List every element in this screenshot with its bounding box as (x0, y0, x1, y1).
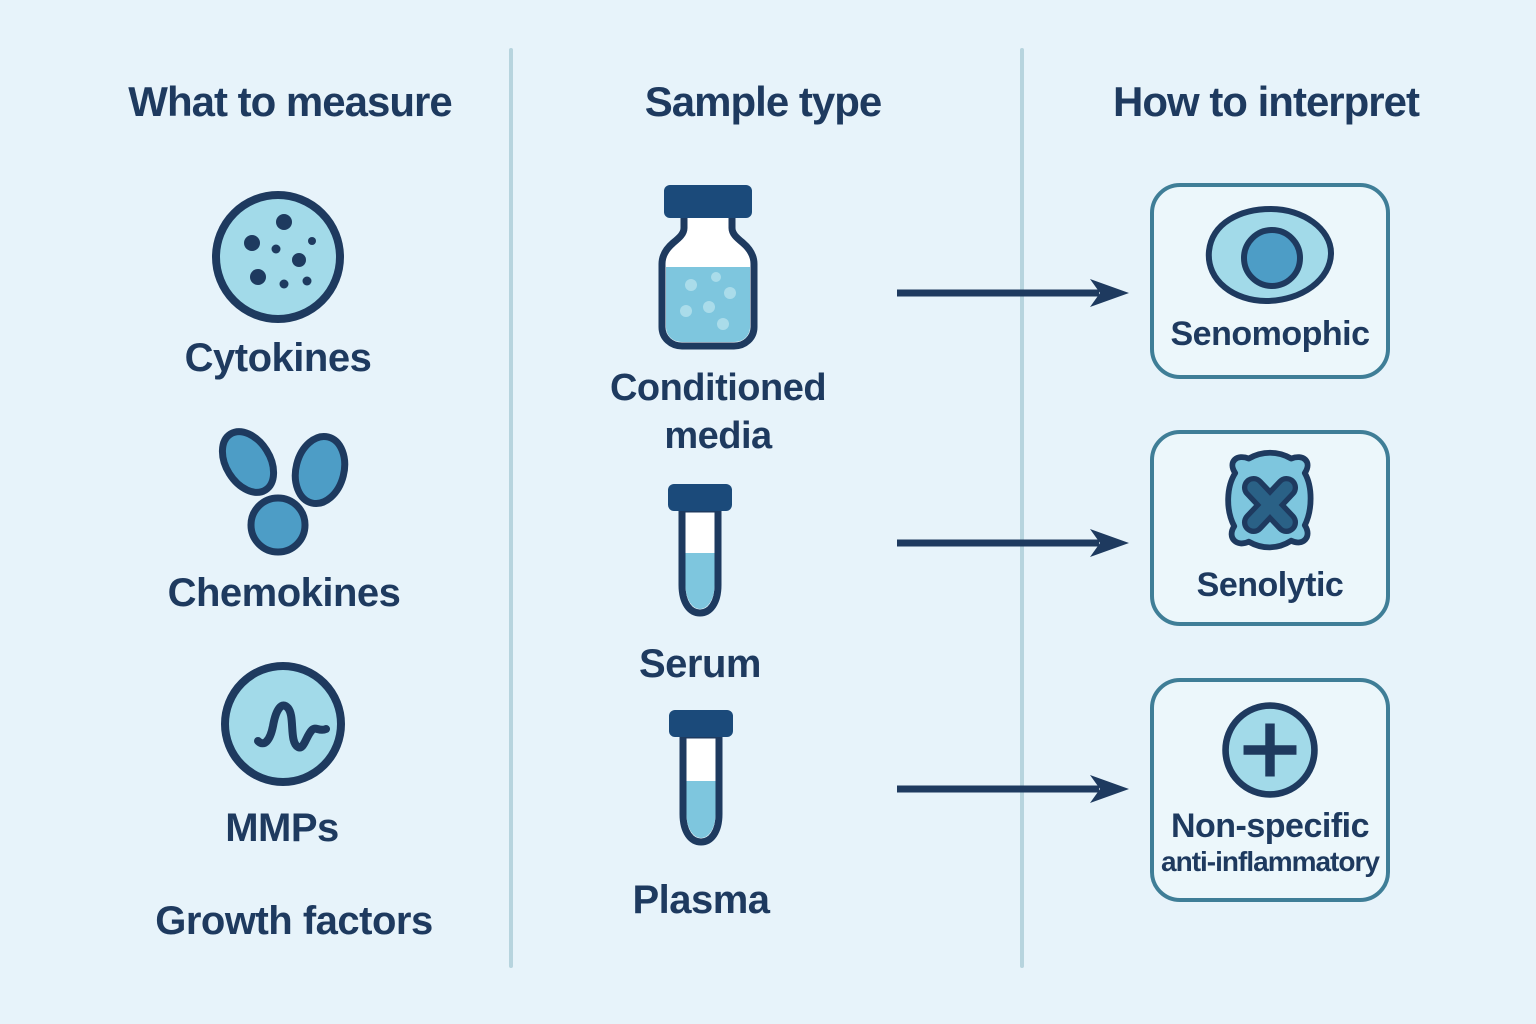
conditioned-media-label: Conditioned media (609, 367, 827, 457)
interpret-card-senolytic: Senolytic (1150, 430, 1390, 626)
mmps-label: MMPs (225, 806, 339, 850)
non-specific-label: Non-specific (1170, 807, 1370, 845)
senomophic-label: Senomophic (1170, 315, 1370, 353)
chemokines-label: Chemokines (167, 571, 401, 615)
interpret-card-senomophic: Senomophic (1150, 183, 1390, 379)
plasma-label: Plasma (632, 878, 770, 922)
arrow-icon (897, 279, 1129, 307)
heading-sample-type: Sample type (644, 78, 882, 125)
column-divider (509, 48, 513, 968)
column-divider (1020, 48, 1024, 968)
cytokines-label: Cytokines (184, 336, 372, 380)
cytokines-icon (212, 191, 344, 323)
plus-icon (1222, 702, 1318, 798)
chemokines-icon (218, 428, 349, 556)
arrow-icon (897, 775, 1129, 803)
test-tube-serum-icon (668, 484, 732, 617)
arrow-icon (897, 529, 1129, 557)
interpret-card-nonspecific: Non-specific anti-inflammatory (1150, 678, 1390, 902)
heading-what-to-measure: What to measure (128, 78, 452, 125)
dying-cell-icon (1225, 449, 1314, 551)
mmps-icon (221, 662, 345, 786)
heading-how-to-interpret: How to interpret (1113, 78, 1420, 125)
cell-icon (1205, 205, 1335, 305)
serum-label: Serum (639, 642, 762, 686)
vial-icon (658, 185, 758, 350)
growth-factors-label: Growth factors (155, 899, 433, 943)
anti-inflammatory-label: anti-inflammatory (1161, 846, 1380, 877)
test-tube-plasma-icon (669, 710, 733, 846)
senolytic-label: Senolytic (1196, 566, 1344, 604)
